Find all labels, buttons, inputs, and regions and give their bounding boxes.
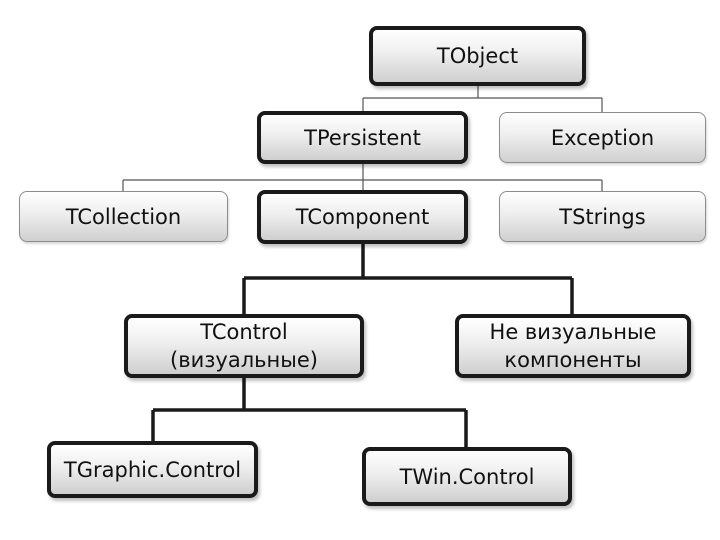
node-tobject: TObject xyxy=(369,26,586,86)
node-tcontrol: TControl (визуальные) xyxy=(124,314,364,378)
connector-tpersistent-children xyxy=(122,163,603,191)
node-twincontrol: TWin.Control xyxy=(362,447,572,506)
node-nonvisual-components: Не визуальные компоненты xyxy=(455,314,691,378)
connector-tcomponent-children xyxy=(242,243,574,315)
node-exception: Exception xyxy=(499,112,706,163)
node-tstrings: TStrings xyxy=(499,191,706,242)
connector-tcontrol-children xyxy=(151,377,468,448)
node-tcollection: TCollection xyxy=(19,191,228,242)
node-tcomponent: TComponent xyxy=(257,190,468,244)
node-tpersistent: TPersistent xyxy=(257,111,468,164)
connector-tobject-children xyxy=(362,86,603,112)
node-tgraphiccontrol: TGraphic.Control xyxy=(47,441,258,498)
